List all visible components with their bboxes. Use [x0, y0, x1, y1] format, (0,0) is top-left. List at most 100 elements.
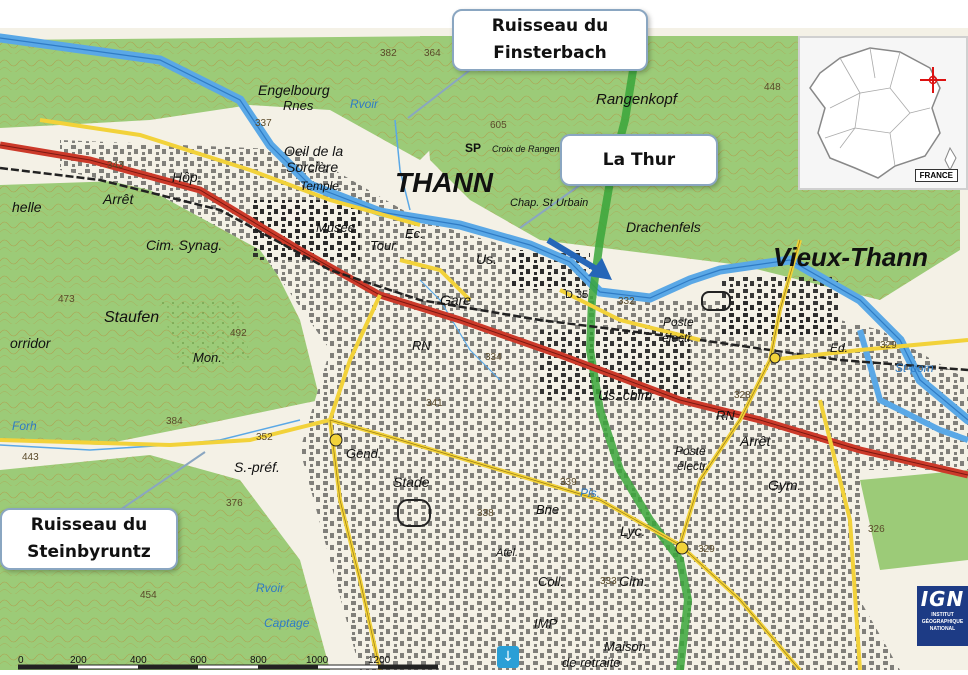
- place-us: Us.: [476, 251, 497, 267]
- place-poste-2: Poste: [675, 444, 706, 458]
- roundabout: [329, 433, 343, 447]
- place-us-chim: Us. chim.: [598, 387, 656, 403]
- svg-text:376: 376: [226, 498, 243, 509]
- svg-text:341: 341: [426, 398, 443, 409]
- scroll-down-button[interactable]: ↓: [497, 646, 519, 668]
- svg-text:448: 448: [764, 82, 781, 93]
- callout-finsterbach-line2: Finsterbach: [493, 43, 607, 64]
- place-rn-1: RN: [412, 338, 431, 353]
- place-lyc: Lyc.: [620, 523, 645, 539]
- forest-areas: [0, 36, 968, 670]
- place-engelbourg: Engelbourg: [258, 82, 330, 98]
- roundabout: [769, 352, 781, 364]
- place-rvoir: Rvoir: [350, 97, 379, 111]
- scale-tick: 0: [18, 655, 24, 666]
- place-maison: Maison: [604, 639, 646, 654]
- place-corridor: orridor: [10, 335, 52, 351]
- place-s-pref: S.-préf.: [234, 459, 280, 475]
- arrow-down-icon: ↓: [502, 649, 514, 665]
- map-labels: THANN Vieux-Thann Rangenkopf Engelbourg …: [10, 82, 934, 670]
- place-rangenkopf: Rangenkopf: [596, 91, 679, 108]
- svg-text:337: 337: [255, 118, 272, 129]
- svg-text:343: 343: [107, 160, 124, 171]
- place-forh: Forh: [12, 419, 37, 433]
- place-musee: Musée: [316, 220, 355, 235]
- place-thann: THANN: [395, 167, 494, 198]
- place-rnes: Rnes: [283, 98, 314, 113]
- ign-logo-line3: NATIONAL: [929, 626, 956, 632]
- ign-logo-line2: GÉOGRAPHIQUE: [921, 619, 964, 625]
- place-ec: Ec.: [405, 226, 424, 241]
- svg-text:329: 329: [880, 340, 897, 351]
- scale-tick: 200: [70, 655, 87, 666]
- river-la-thur: [0, 33, 968, 443]
- place-imp: IMP: [534, 616, 557, 631]
- svg-text:382: 382: [380, 48, 397, 59]
- place-electr-2: électr.: [677, 459, 709, 473]
- place-temple: Temple: [300, 179, 339, 193]
- svg-text:334: 334: [485, 352, 502, 363]
- place-st-pom: St-pom: [895, 361, 934, 375]
- callout-la-thur: La Thur: [560, 134, 718, 187]
- svg-text:339: 339: [560, 477, 577, 488]
- scale-tick: 1200: [368, 655, 391, 666]
- place-rvoir-2: Rvoir: [256, 581, 285, 595]
- place-helle: helle: [12, 199, 42, 215]
- place-staufen: Staufen: [104, 309, 159, 326]
- svg-text:473: 473: [58, 294, 75, 305]
- svg-text:605: 605: [490, 120, 507, 131]
- place-sorciere: Sorcière: [286, 159, 338, 175]
- callout-steinbyruntz: Ruisseau du Steinbyruntz: [0, 508, 178, 571]
- place-gym: Gym.: [768, 477, 801, 493]
- svg-text:333: 333: [600, 576, 617, 587]
- flow-arrow-icon: [546, 237, 612, 280]
- callout-finsterbach: Ruisseau du Finsterbach: [452, 9, 648, 72]
- callout-la-thur-label: La Thur: [602, 150, 676, 170]
- place-chap: Chap. St Urbain: [510, 197, 588, 209]
- svg-text:364: 364: [424, 48, 441, 59]
- road-number-d35: D 35: [565, 289, 588, 301]
- place-croix: Croix de Rangen: [492, 144, 560, 154]
- place-arret-2: Arrêt: [739, 433, 771, 449]
- svg-text:329: 329: [698, 544, 715, 555]
- place-rn-2: RN: [716, 408, 735, 423]
- ign-logo-line1: INSTITUT: [931, 612, 954, 618]
- place-arret-1: Arrêt: [102, 191, 134, 207]
- callout-finsterbach-line1: Ruisseau du: [491, 16, 609, 36]
- elevation-labels: 382 364 337 343 473 492 384 352 443 376 …: [22, 48, 897, 601]
- callout-steinbyruntz-line2: Steinbyruntz: [27, 542, 151, 563]
- svg-text:352: 352: [256, 432, 273, 443]
- place-pis: Pis.: [580, 486, 600, 500]
- place-atel: Atel.: [495, 547, 518, 559]
- place-stade: Stade: [393, 474, 430, 490]
- place-bne: Bne: [536, 502, 559, 517]
- place-hop: Hôp.: [172, 169, 202, 185]
- place-tour: Tour: [370, 238, 396, 253]
- place-electr-1: électr.: [662, 331, 694, 345]
- svg-text:443: 443: [22, 452, 39, 463]
- scale-bar: 0 200 400 600 800 1000 1200: [17, 654, 439, 670]
- callout-steinbyruntz-line1: Ruisseau du: [30, 515, 148, 535]
- place-poste-1: Poste: [663, 315, 694, 329]
- svg-text:384: 384: [166, 416, 183, 427]
- france-locator-inset: FRANCE: [798, 36, 968, 190]
- svg-text:332: 332: [618, 296, 635, 307]
- inset-country-label: FRANCE: [914, 169, 958, 182]
- svg-text:338: 338: [477, 508, 494, 519]
- svg-text:328: 328: [734, 390, 751, 401]
- place-captage: Captage: [264, 616, 310, 630]
- place-gare: Gare: [440, 292, 471, 308]
- france-outline-map: [800, 38, 966, 188]
- svg-text:492: 492: [230, 328, 247, 339]
- scale-tick: 800: [250, 655, 267, 666]
- location-crosshair-icon: [920, 67, 946, 93]
- ign-logo: IGN INSTITUT GÉOGRAPHIQUE NATIONAL: [917, 586, 968, 646]
- sports-fields: [397, 291, 731, 527]
- railway: [0, 166, 968, 372]
- place-drachenfels: Drachenfels: [626, 219, 701, 235]
- place-coll: Coll.: [538, 574, 564, 589]
- place-retraite: de retraite: [562, 655, 621, 670]
- roundabout: [675, 541, 689, 555]
- place-ed: Ed.: [830, 341, 848, 355]
